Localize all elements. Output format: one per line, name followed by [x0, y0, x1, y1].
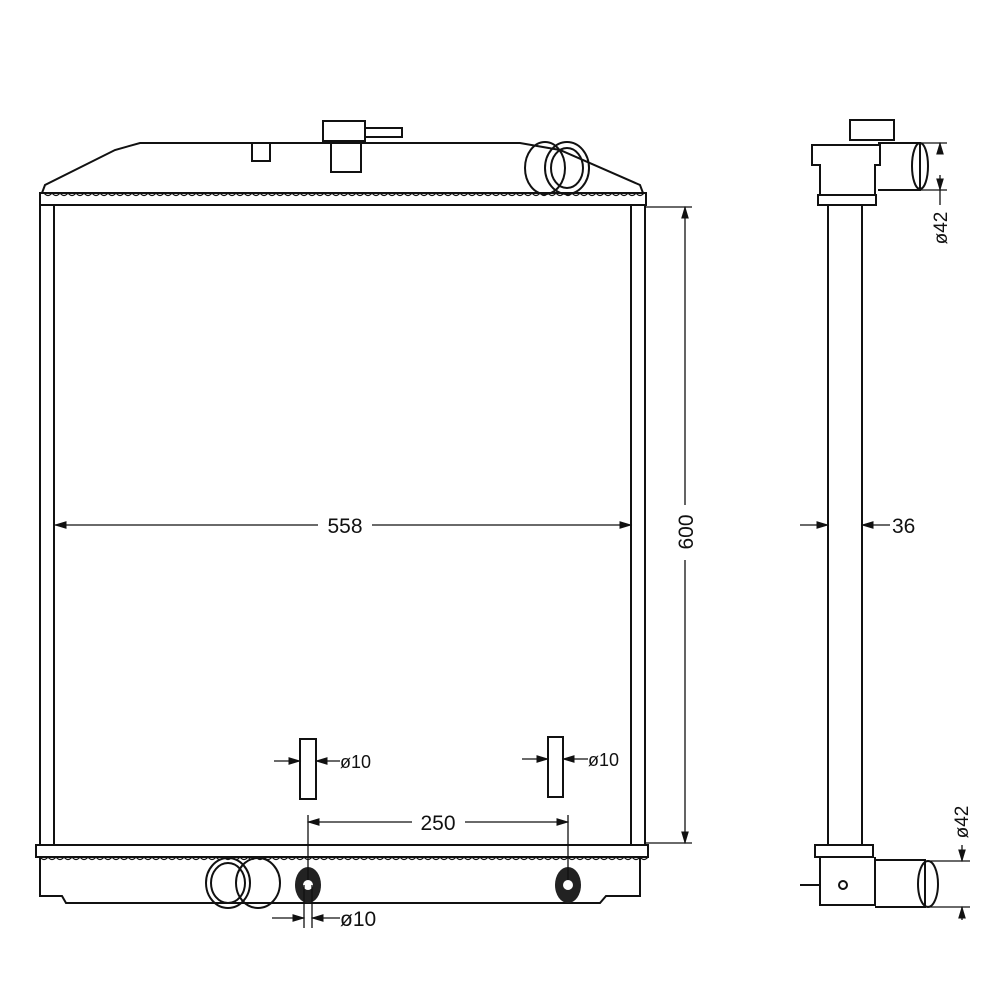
mount-bracket — [251, 142, 271, 162]
fin-teeth — [43, 191, 645, 197]
side-filler-cap — [849, 119, 895, 141]
top-header-plate — [39, 192, 647, 206]
drain-plug-left — [295, 867, 321, 903]
side-view: ø42 ø42 36 — [800, 119, 973, 920]
core-left-side — [39, 204, 55, 846]
bottom-outlet-diameter: ø42 — [952, 806, 973, 839]
spacing-dimension: 250 — [420, 812, 455, 835]
top-inlet-pipe — [524, 141, 590, 195]
drain-plug-right — [555, 867, 581, 903]
drain-right-diameter: ø10 — [588, 750, 619, 770]
side-top-tank — [811, 144, 881, 196]
drain-pin-right — [547, 736, 564, 798]
top-outlet-diameter: ø42 — [931, 212, 952, 245]
bottom-tank — [39, 857, 641, 904]
bottom-header-plate — [35, 844, 649, 858]
fin-teeth — [39, 855, 649, 861]
width-dimension: 558 — [327, 515, 362, 538]
height-dimension: 600 — [675, 514, 698, 549]
top-tank — [41, 142, 644, 194]
side-bottom-tank — [819, 857, 876, 906]
filler-cap — [322, 120, 403, 173]
drain-pin-left — [299, 738, 317, 800]
front-view: 558 600 250 ø10 ø10 ø10 — [35, 120, 698, 931]
core-right-side — [630, 204, 646, 846]
bottom-outlet-pipe — [205, 857, 281, 909]
depth-dimension: 36 — [892, 515, 915, 538]
side-core-tube — [827, 204, 863, 846]
drain-left-diameter: ø10 — [340, 752, 371, 772]
bottom-pin-diameter: ø10 — [340, 908, 376, 931]
